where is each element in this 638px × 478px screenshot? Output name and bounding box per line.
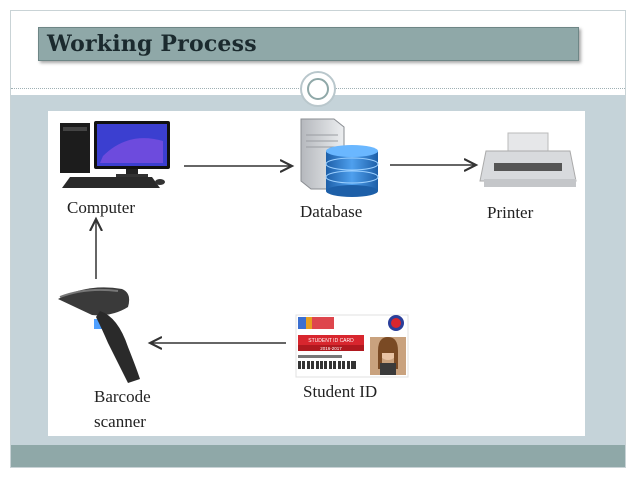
barcode-scanner-label-line1: Barcode: [94, 387, 151, 406]
database-label: Database: [300, 202, 363, 221]
student-id-card-icon: STUDENT ID CARD 2016-2017: [295, 314, 409, 378]
barcode-scanner-label-line2: scanner: [94, 412, 146, 431]
title-banner: Working Process: [38, 27, 579, 61]
card-title-text: STUDENT ID CARD: [308, 338, 354, 344]
card-year-text: 2016-2017: [320, 346, 342, 351]
diagram-canvas: STUDENT ID CARD 2016-2017: [58, 118, 577, 383]
barcode-scanner-icon: [58, 287, 140, 383]
printer-label: Printer: [487, 203, 534, 222]
student-id-label: Student ID: [303, 382, 378, 401]
process-diagram: STUDENT ID CARD 2016-2017 Computer Dat: [48, 111, 585, 436]
database-server-icon: [300, 118, 379, 197]
computer-label: Computer: [67, 198, 135, 217]
desktop-computer-icon: [60, 121, 170, 188]
ring-ornament-icon: [300, 71, 336, 107]
slide-title: Working Process: [47, 31, 257, 57]
footer-bar: [11, 445, 625, 467]
printer-icon: [479, 132, 577, 187]
